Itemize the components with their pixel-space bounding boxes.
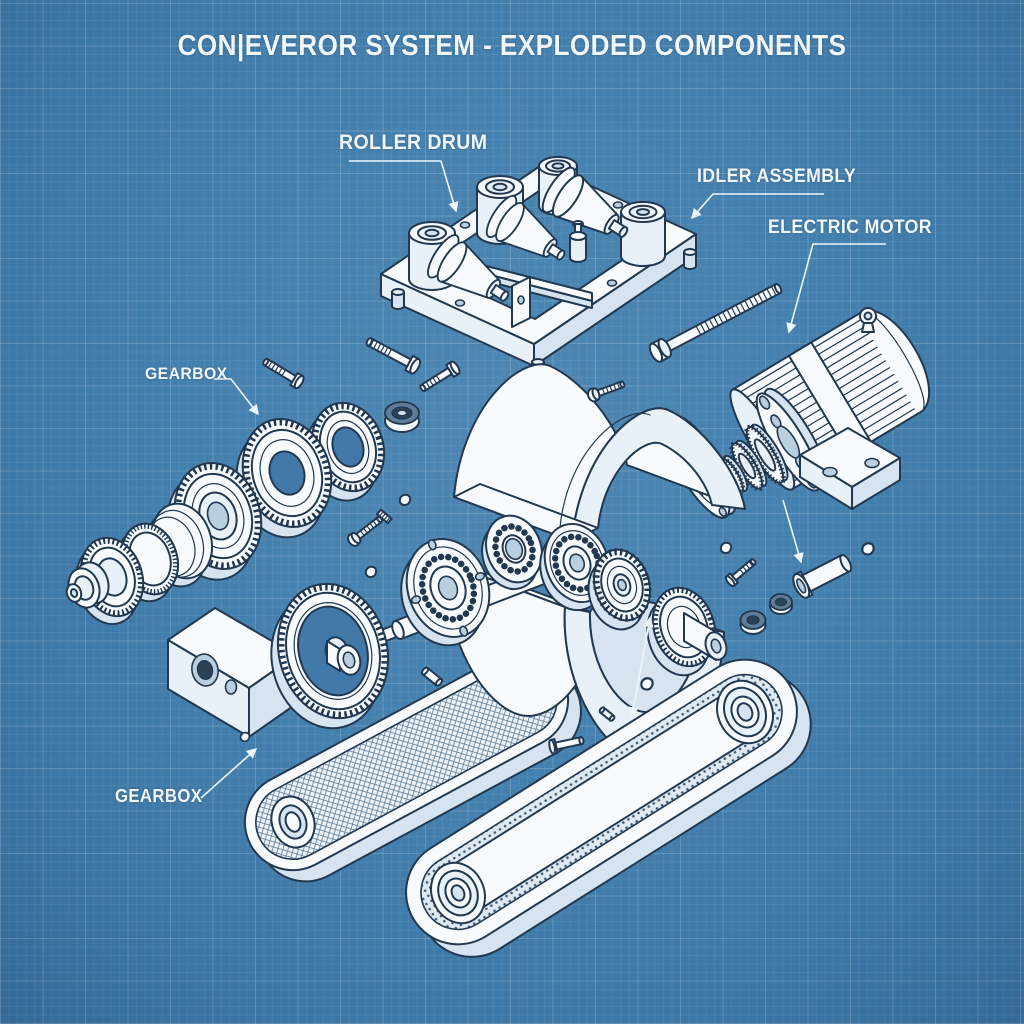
hex-bolt-long <box>648 282 783 363</box>
hex-bolt <box>365 337 422 375</box>
roller-drum-assembly <box>380 156 697 380</box>
conveyor-belt-upper <box>243 650 582 883</box>
center-post <box>569 220 587 263</box>
small-nut <box>398 493 412 507</box>
dowel-pin <box>420 666 444 687</box>
leader-small-arrow <box>782 499 804 564</box>
hex-bolt <box>262 357 305 390</box>
gear-train <box>65 401 390 738</box>
washer <box>739 610 767 635</box>
hex-bolt <box>419 360 461 393</box>
ball-bearing-flanged <box>400 538 491 647</box>
belt-pulley <box>430 861 486 925</box>
label-gearbox-lower: GEARBOX <box>115 786 203 806</box>
leader-electric-motor <box>786 243 886 334</box>
pan-head-screw <box>586 380 626 403</box>
label-idler-assembly: IDLER ASSEMBLY <box>697 166 857 187</box>
motor-base <box>799 427 901 510</box>
shaft-seal <box>384 401 420 433</box>
socket-bolt <box>792 553 853 599</box>
small-nut <box>719 541 733 555</box>
threaded-stud <box>376 508 393 525</box>
washer <box>769 593 793 615</box>
leader-idler-assembly <box>690 193 824 220</box>
hex-bolt <box>548 736 585 755</box>
small-nut <box>861 542 875 556</box>
pan-head-screw <box>347 515 383 547</box>
leader-double-arrow <box>628 616 654 718</box>
dowel-pin <box>598 706 616 722</box>
ring-gear <box>270 582 390 730</box>
label-roller-drum: ROLLER DRUM <box>339 131 488 154</box>
leader-roller-drum <box>349 160 459 213</box>
label-gearbox-upper: GEARBOX <box>145 364 228 383</box>
motor-eyebolt <box>859 307 877 333</box>
leader-lines <box>200 160 886 799</box>
diagram-title: CON|EVEROR SYSTEM - EXPLODED COMPONENTS <box>177 30 847 62</box>
cluster-gear-shaft <box>65 502 213 626</box>
hex-bolt <box>724 558 757 588</box>
leader-gearbox-upper <box>214 378 259 416</box>
label-electric-motor: ELECTRIC MOTOR <box>768 217 932 238</box>
leader-gearbox-lower <box>200 747 258 799</box>
small-nut <box>239 731 251 743</box>
small-nut <box>364 565 378 579</box>
sprocket-with-hub <box>646 586 728 677</box>
fasteners <box>239 282 875 755</box>
small-nut <box>640 677 654 691</box>
conveyor-belt-lower <box>405 658 812 958</box>
belt-pulley <box>716 679 774 745</box>
gearbox-block <box>167 607 297 738</box>
tapered-roller <box>427 166 629 302</box>
ball-bearing <box>481 514 543 591</box>
